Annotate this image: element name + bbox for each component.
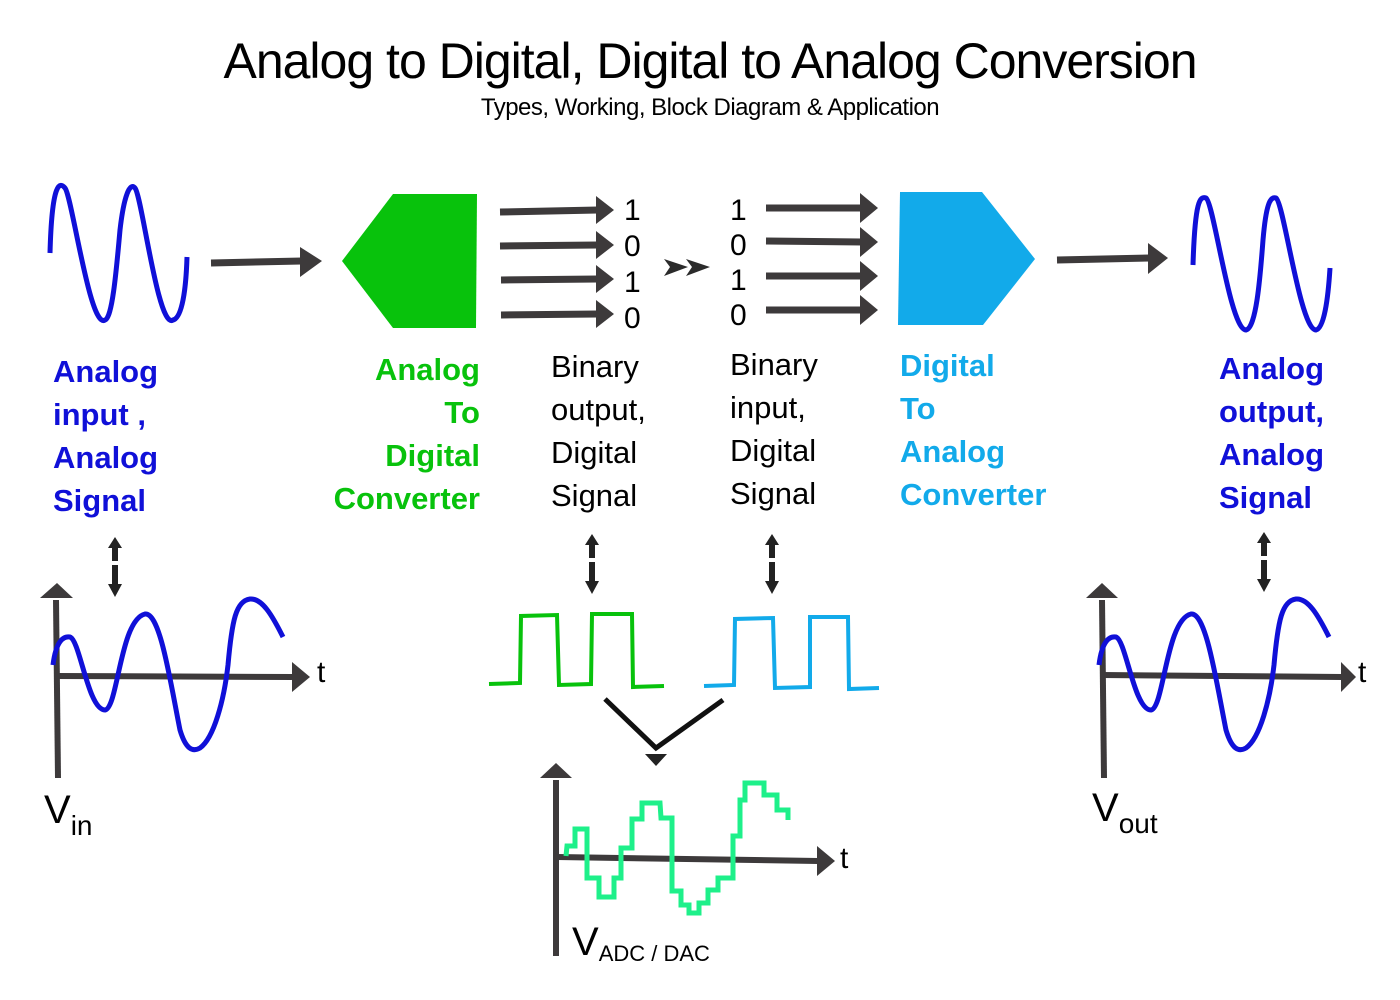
dac-digital-waveform (703, 615, 880, 692)
adc-bit-1: 0 (624, 230, 641, 263)
flow-arrow-to-adc-icon (210, 247, 322, 277)
link-arrow-dac-signal-icon (765, 534, 779, 594)
dac-input-bits: 1 0 1 0 (730, 193, 747, 333)
adc-bit-3: 0 (624, 302, 641, 335)
binary-input-label: Binary input, Digital Signal (730, 343, 818, 515)
label-line: Digital (900, 348, 995, 383)
label-line: Signal (53, 483, 147, 518)
label-line: To (444, 395, 480, 430)
analog-output-sine-icon (1190, 195, 1333, 333)
vadc-y-axis-label: VADC / DAC (572, 920, 710, 967)
vadc-x-axis (556, 854, 819, 864)
label-line: Analog (53, 354, 159, 389)
link-arrow-adc-signal-icon (585, 534, 599, 594)
adc-bit-0: 1 (624, 194, 641, 227)
vin-x-axis-label: t (317, 656, 326, 689)
dac-bit-3: 0 (730, 299, 747, 332)
analog-output-label: Analog output, Analog Signal (1219, 347, 1324, 519)
label-line: output, (1219, 394, 1325, 429)
dac-bit-1: 0 (730, 229, 747, 262)
y-label-sub: in (70, 810, 93, 841)
vadc-x-axis-arrowhead-icon (817, 846, 835, 876)
vadc-y-axis-arrowhead-icon (540, 763, 572, 778)
label-line: Signal (551, 478, 638, 513)
label-line: Binary (551, 349, 639, 384)
label-line: Binary (730, 347, 818, 382)
adc-output-bits: 1 0 1 0 (624, 193, 641, 337)
label-line: output, (551, 392, 646, 427)
label-line: Analog (374, 352, 480, 387)
vout-graph (1086, 583, 1356, 779)
label-line: Signal (730, 476, 817, 511)
adc-bit-arrows-icon (499, 196, 614, 328)
y-label-main: V (572, 920, 599, 964)
vadc-staircase-waveform (563, 780, 791, 916)
label-line: Digital (551, 435, 638, 470)
vin-x-axis-arrowhead-icon (292, 662, 310, 692)
y-label-sub: out (1118, 808, 1158, 839)
vout-x-axis (1101, 672, 1343, 680)
adc-label: Analog To Digital Converter (280, 348, 480, 520)
diagram-title: Analog to Digital, Digital to Analog Con… (223, 33, 1197, 89)
dac-bit-arrows-icon (765, 193, 878, 325)
label-line: Digital (730, 433, 817, 468)
adc-pentagon-icon (342, 194, 477, 328)
label-line: Converter (333, 481, 480, 516)
label-line: Digital (385, 438, 480, 473)
label-line: Signal (1219, 480, 1313, 515)
label-line: input , (53, 397, 146, 432)
dac-bit-2: 1 (730, 264, 747, 297)
vin-y-axis (53, 599, 61, 779)
vadc-x-axis-label: t (840, 842, 849, 875)
vout-waveform (1096, 596, 1332, 753)
dac-pentagon-icon (898, 192, 1035, 325)
adc-digital-waveform (488, 612, 665, 690)
label-line: Analog (1219, 351, 1325, 386)
vout-y-axis (1099, 599, 1107, 779)
vin-graph (40, 583, 310, 779)
diagram-subtitle: Types, Working, Block Diagram & Applicat… (480, 94, 940, 121)
label-line: Analog (1219, 437, 1325, 472)
vout-x-axis-label: t (1358, 656, 1367, 689)
analog-input-sine-icon (47, 182, 190, 323)
dac-label: Digital To Analog Converter (900, 344, 1046, 516)
vout-y-axis-label: Vout (1092, 786, 1158, 840)
link-arrow-vout-icon (1257, 532, 1271, 592)
y-label-main: V (1092, 786, 1119, 830)
vout-x-axis-arrowhead-icon (1341, 662, 1356, 692)
y-label-main: V (44, 788, 71, 832)
adc-bit-2: 1 (624, 266, 641, 299)
vin-y-axis-label: Vin (44, 788, 92, 842)
label-line: Converter (900, 477, 1047, 512)
label-line: Analog (900, 434, 1006, 469)
double-chevron-icon (664, 259, 710, 276)
label-line: Analog (53, 440, 159, 475)
flow-arrow-from-dac-icon (1056, 243, 1168, 274)
vin-y-axis-arrowhead-icon (40, 583, 73, 598)
label-line: To (900, 391, 936, 426)
y-label-sub: ADC / DAC (598, 941, 710, 966)
vin-x-axis (55, 673, 293, 680)
vadc-graph (540, 763, 835, 956)
label-line: input, (730, 390, 806, 425)
analog-input-label: Analog input , Analog Signal (53, 350, 158, 522)
merge-arrow-icon (603, 697, 725, 766)
binary-output-label: Binary output, Digital Signal (551, 345, 646, 517)
vout-y-axis-arrowhead-icon (1086, 583, 1118, 598)
vin-waveform (50, 596, 286, 753)
link-arrow-vin-icon (108, 537, 122, 597)
dac-bit-0: 1 (730, 194, 747, 227)
